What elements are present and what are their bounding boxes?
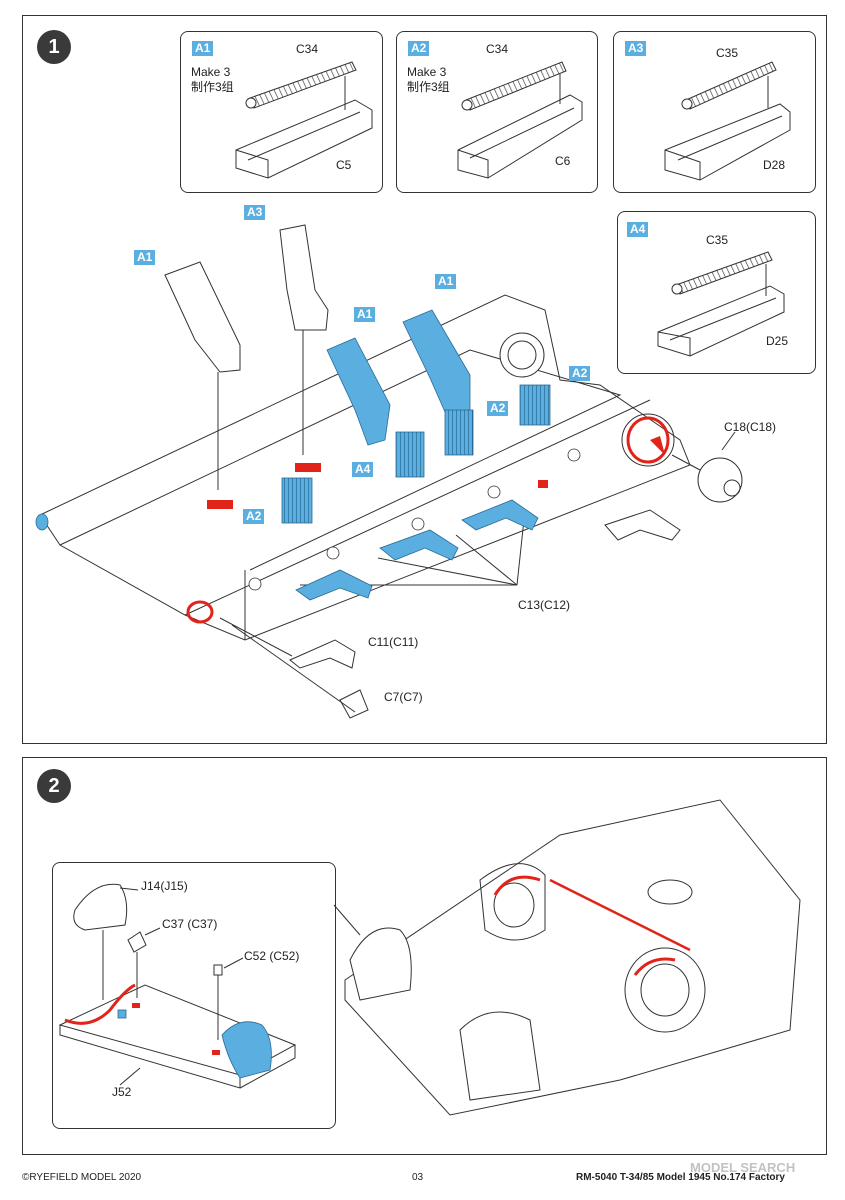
part-label-c34: C34	[486, 42, 509, 56]
subassembly-a3: A3 C35 D28	[613, 31, 816, 193]
subassembly-a1: A1 Make 3 制作3组 C34 C5	[180, 31, 383, 193]
tag-a1: A1	[192, 41, 214, 56]
part-label-c35: C35	[716, 46, 739, 60]
part-label-c6: C6	[555, 154, 571, 168]
watermark-logo: MODEL SEARCH	[690, 1160, 796, 1175]
product-code: RM-5040 T-34/85 Model 1945 No.174 Factor…	[576, 1172, 785, 1183]
tag-a3: A3	[244, 205, 266, 220]
make-note-en: Make 3	[191, 65, 231, 79]
tag-a4: A4	[352, 462, 374, 477]
tag-a2: A2	[569, 366, 591, 381]
part-label-j52: J52	[112, 1085, 132, 1099]
tag-a1: A1	[435, 274, 457, 289]
tag-a2: A2	[408, 41, 430, 56]
make-note-cn: 制作3组	[407, 80, 450, 94]
spring-icon	[245, 61, 357, 109]
part-label-c35: C35	[706, 233, 729, 247]
part-label-j14: J14(J15)	[141, 879, 188, 893]
tag-a2: A2	[487, 401, 509, 416]
part-label-d25: D25	[766, 334, 789, 348]
step-1-number: 1	[37, 30, 71, 64]
spring-icon	[461, 61, 567, 111]
subassembly-a2: A2 Make 3 制作3组 C34 C6	[396, 31, 598, 193]
part-label-c52: C52 (C52)	[244, 949, 300, 963]
tag-a2: A2	[243, 509, 265, 524]
make-note-en: Make 3	[407, 65, 447, 79]
tag-a4: A4	[627, 222, 649, 237]
part-label-c34: C34	[296, 42, 319, 56]
spring-icon	[681, 61, 777, 110]
part-label-c7: C7(C7)	[384, 690, 423, 704]
spring-icon	[671, 251, 773, 295]
part-label-c18: C18(C18)	[724, 420, 777, 434]
subassembly-a4: A4 C35 D25	[617, 211, 816, 374]
step-2-number: 2	[37, 769, 71, 803]
part-label-c5: C5	[336, 158, 352, 172]
tag-a3: A3	[625, 41, 647, 56]
tag-a1: A1	[134, 250, 156, 265]
part-label-c37: C37 (C37)	[162, 917, 218, 931]
make-note-cn: 制作3组	[191, 80, 234, 94]
copyright-text: ©RYEFIELD MODEL 2020	[22, 1172, 142, 1183]
part-label-c13: C13(C12)	[518, 598, 571, 612]
part-label-c11: C11(C11)	[368, 635, 419, 649]
page-number: 03	[412, 1172, 424, 1183]
tag-a1: A1	[354, 307, 376, 322]
part-label-d28: D28	[763, 158, 786, 172]
